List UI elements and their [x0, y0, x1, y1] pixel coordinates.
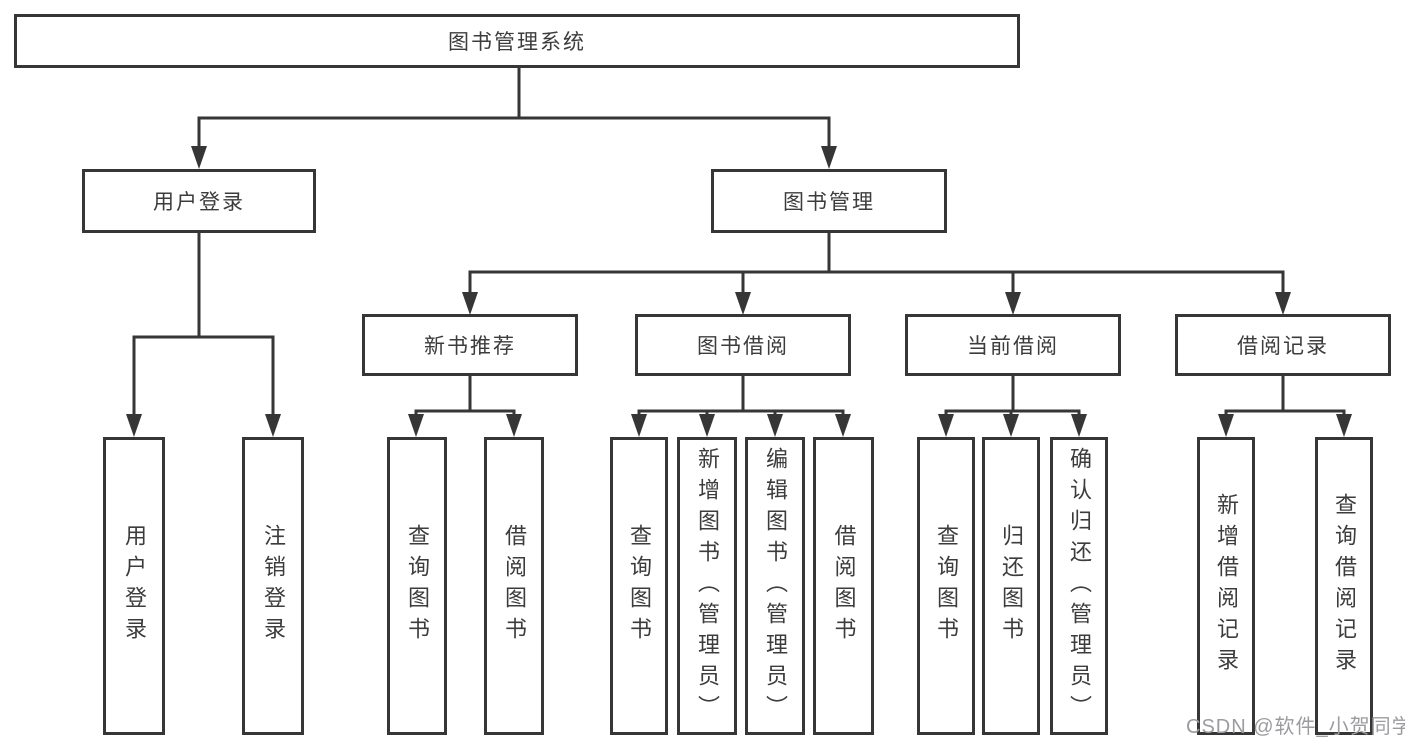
leaf-logout: 注销登录	[242, 437, 304, 735]
leaf-add-borrow-record: 新增借阅记录	[1197, 437, 1255, 735]
leaf-borrow-books-1: 借阅图书	[484, 437, 544, 735]
leaf-edit-books-admin: 编辑图书（管理员）	[745, 437, 805, 735]
leaf-label: 借阅图书	[831, 524, 857, 648]
leaf-borrow-books-2: 借阅图书	[813, 437, 874, 735]
leaf-query-books-2: 查询图书	[610, 437, 668, 735]
leaf-user-login: 用户登录	[103, 437, 165, 735]
leaf-query-borrow-record: 查询借阅记录	[1315, 437, 1373, 735]
node-library-management-system: 图书管理系统	[14, 14, 1020, 68]
node-book-borrow: 图书借阅	[635, 314, 851, 376]
leaf-label: 用户登录	[122, 524, 147, 648]
connector-strokes	[132, 68, 1346, 416]
leaf-label: 借阅图书	[502, 524, 527, 648]
leaf-label: 确认归还（管理员）	[1067, 446, 1092, 726]
leaf-label: 新增借阅记录	[1214, 493, 1239, 679]
node-book-management: 图书管理	[711, 169, 947, 233]
leaf-label: 注销登录	[261, 524, 286, 648]
csdn-watermark: CSDN @软件_小贺同学	[1186, 716, 1405, 738]
leaf-label: 归还图书	[999, 524, 1024, 648]
arrowheads	[126, 146, 1352, 437]
leaf-return-books: 归还图书	[982, 437, 1040, 735]
leaf-confirm-return-admin: 确认归还（管理员）	[1050, 437, 1108, 735]
leaf-label: 查询图书	[405, 524, 430, 648]
leaf-query-books-1: 查询图书	[387, 437, 447, 735]
leaf-label: 新增图书（管理员）	[695, 446, 720, 726]
leaf-label: 查询图书	[627, 524, 652, 648]
leaf-label: 编辑图书（管理员）	[763, 446, 788, 726]
leaf-label: 查询图书	[934, 524, 959, 648]
leaf-add-books-admin: 新增图书（管理员）	[677, 437, 737, 735]
leaf-query-books-3: 查询图书	[917, 437, 975, 735]
node-borrow-record: 借阅记录	[1175, 314, 1391, 376]
node-new-book-recommend: 新书推荐	[362, 314, 578, 376]
leaf-label: 查询借阅记录	[1332, 493, 1357, 679]
node-user-login: 用户登录	[82, 169, 316, 233]
node-current-borrow: 当前借阅	[905, 314, 1121, 376]
